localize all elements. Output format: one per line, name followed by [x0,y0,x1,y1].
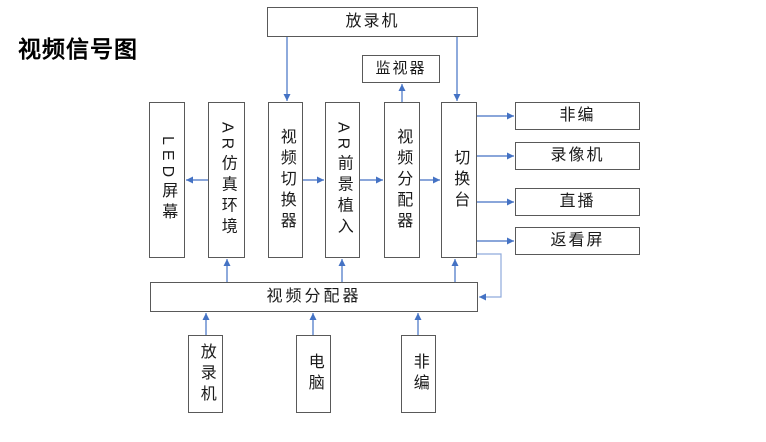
node-live-label: 直播 [559,192,596,210]
node-led-screen: LED屏幕 [149,102,185,258]
node-ar-sim-env-label: AR仿真环境 [218,121,236,239]
node-ar-foreground-label: AR前景植入 [334,121,352,239]
edge-switch-console-to-distributor-bottom [477,253,502,301]
node-return-screen-label: 返看屏 [550,231,605,249]
node-video-switcher: 视频切换器 [268,102,303,258]
node-video-switcher-label: 视频切换器 [277,127,295,233]
node-ar-sim-env: AR仿真环境 [208,102,245,258]
node-video-distributor-bottom: 视频分配器 [150,282,478,312]
node-led-screen-label: LED屏幕 [159,135,177,225]
node-nle-bottom: 非编 [401,335,436,413]
node-nle-right-label: 非编 [559,106,596,124]
node-nle-right: 非编 [515,102,640,130]
node-player-bottom: 放录机 [188,335,223,413]
node-switch-console-label: 切换台 [451,148,469,212]
node-return-screen: 返看屏 [515,227,640,255]
node-monitor: 监视器 [362,55,440,83]
node-video-distributor-mid: 视频分配器 [384,102,420,258]
node-vcr-label: 录像机 [550,146,605,164]
node-video-distributor-bottom-label: 视频分配器 [266,287,362,305]
node-nle-bottom-label: 非编 [410,353,428,395]
node-computer-label: 电脑 [305,353,323,395]
node-switch-console: 切换台 [441,102,477,258]
node-live: 直播 [515,188,640,216]
node-video-distributor-mid-label: 视频分配器 [394,127,412,233]
node-computer: 电脑 [296,335,331,413]
node-player-top: 放录机 [267,7,478,37]
node-player-bottom-label: 放录机 [197,342,215,406]
node-ar-foreground: AR前景植入 [325,102,360,258]
node-vcr: 录像机 [515,142,640,170]
node-monitor-label: 监视器 [375,60,427,78]
page-title: 视频信号图 [18,36,138,62]
node-player-top-label: 放录机 [345,12,400,30]
